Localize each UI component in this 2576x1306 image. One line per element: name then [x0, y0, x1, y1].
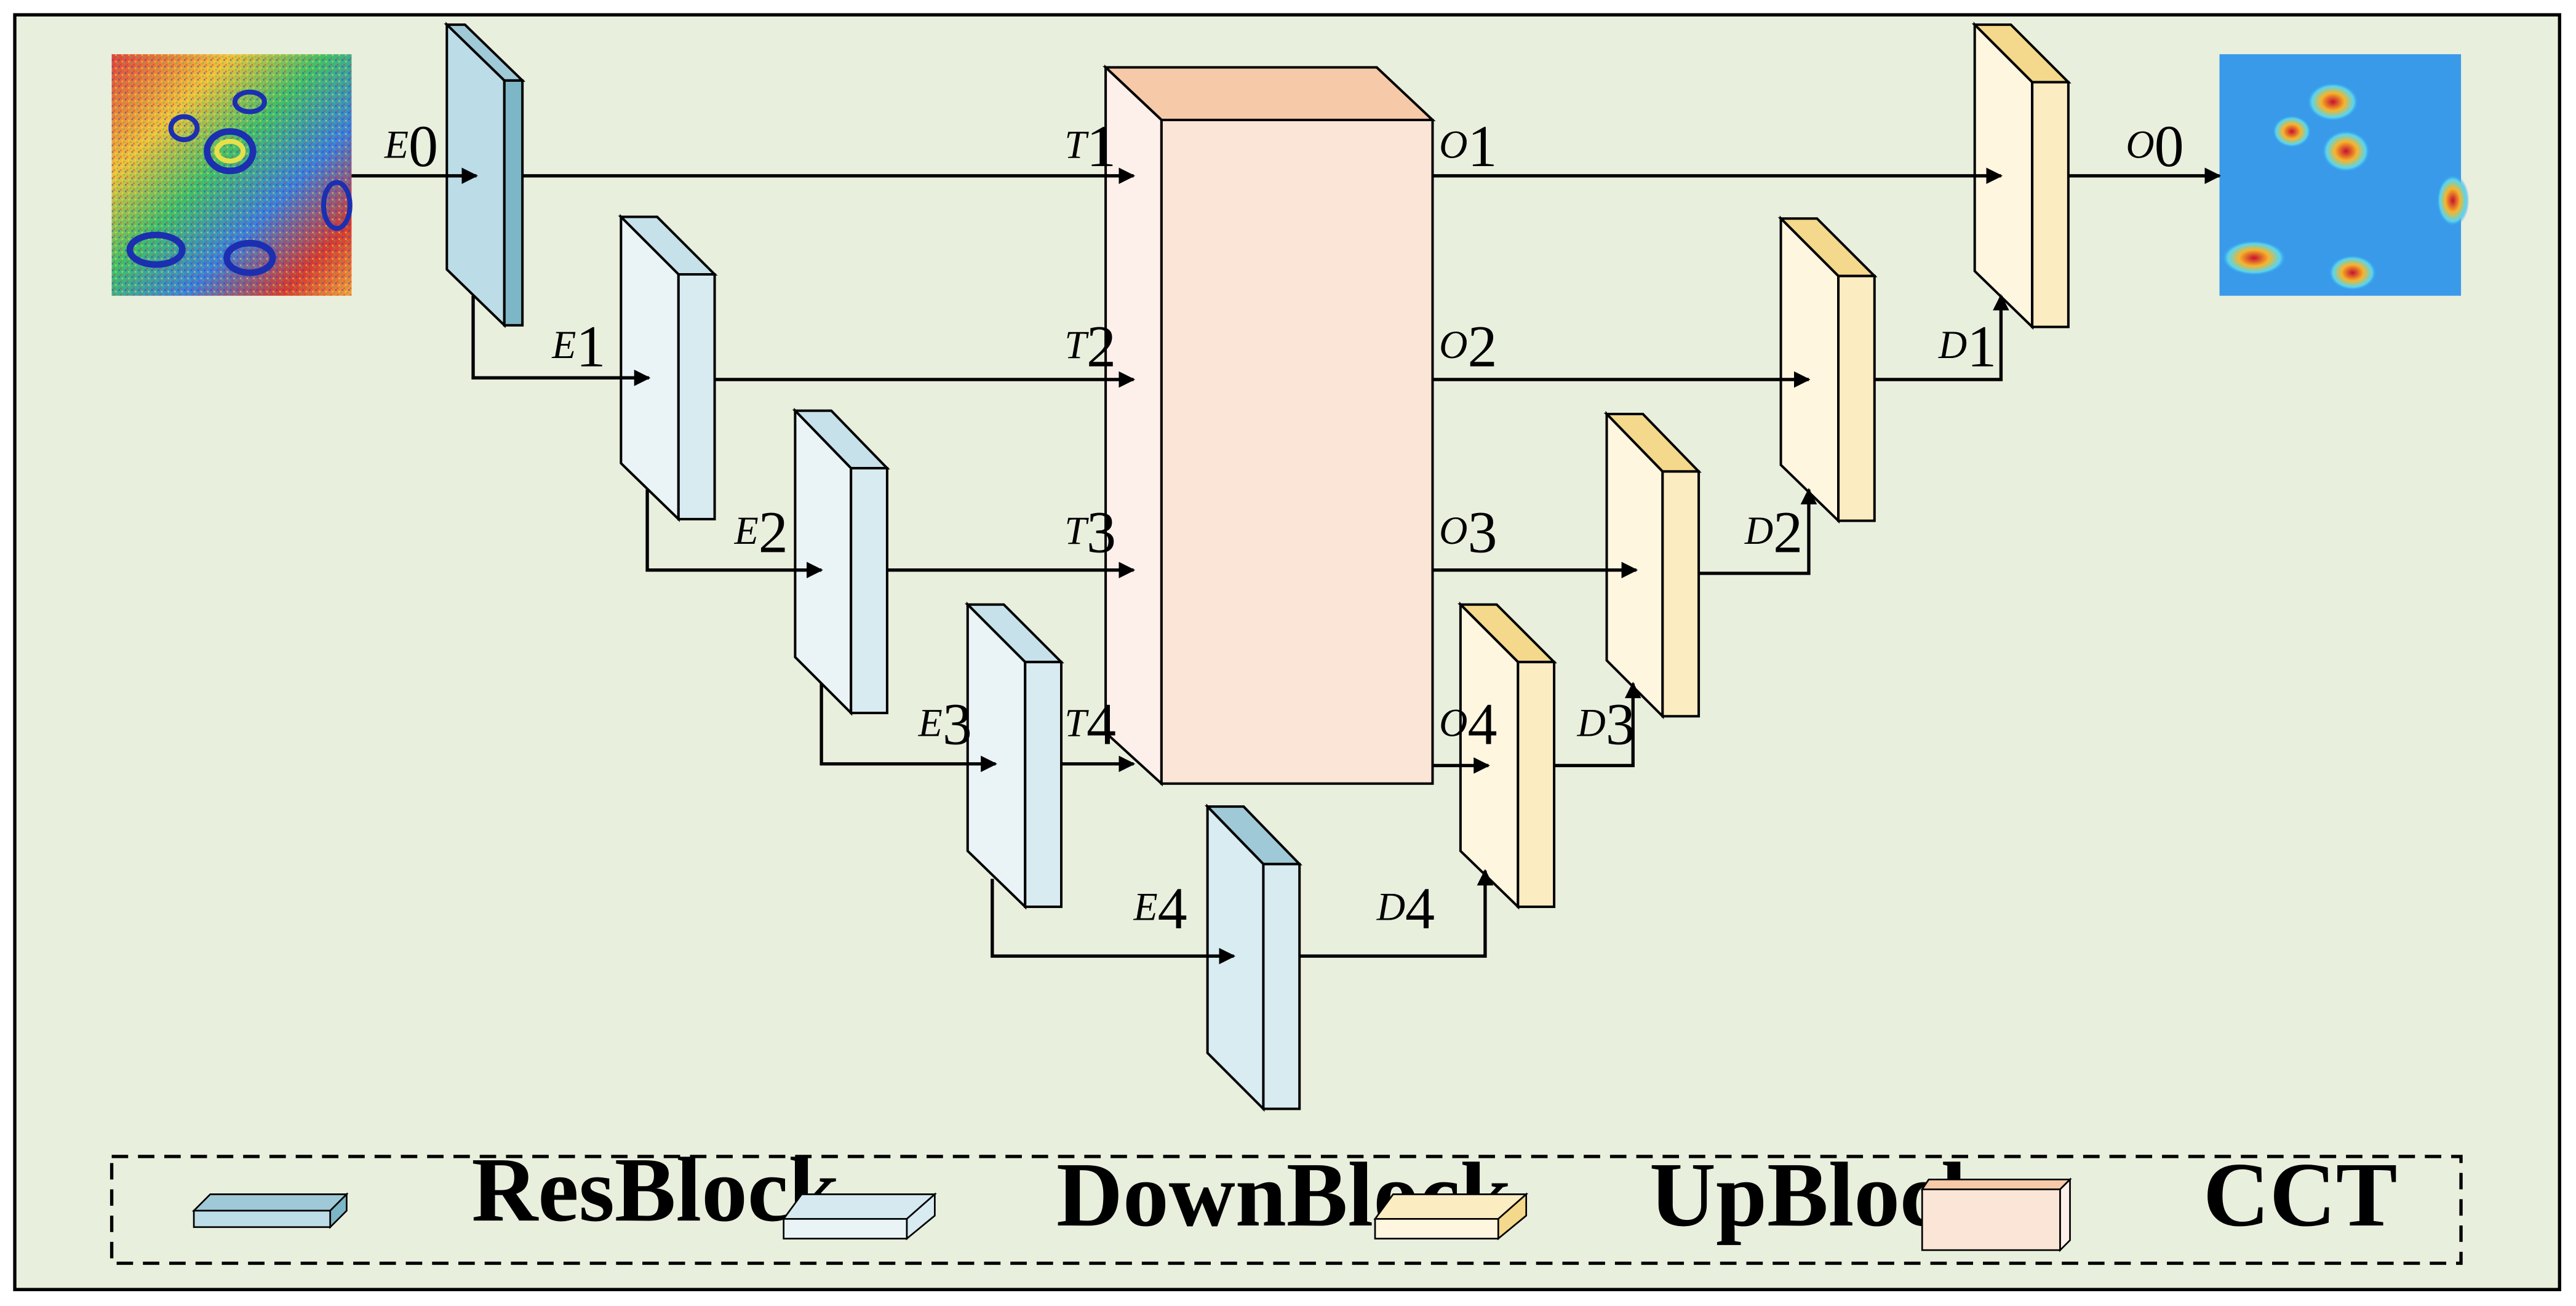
arrow-e2 [645, 489, 823, 579]
label-t4: T4 [1064, 691, 1116, 757]
label-d2: D2 [1744, 499, 1803, 565]
cct-front-face [1160, 118, 1434, 785]
label-e2: E2 [734, 499, 788, 565]
upblock-d3 [1603, 411, 1702, 720]
output-image [2219, 54, 2470, 296]
label-o1: O1 [1439, 113, 1497, 179]
label-d4: D4 [1376, 875, 1435, 941]
labels: E0 E1 E2 E3 E4 T1 T2 T3 T4 O1 O2 O3 O4 O… [384, 113, 2184, 941]
input-image [111, 54, 353, 296]
arrow-e3 [819, 683, 997, 773]
label-e1: E1 [551, 314, 605, 380]
legend-resblock-label: ResBlock [471, 1139, 839, 1241]
label-o0: O0 [2126, 113, 2183, 179]
connections [351, 167, 2222, 965]
label-t1: T1 [1064, 113, 1116, 179]
downblock-e1 [618, 213, 718, 522]
upblock-d2 [1777, 215, 1878, 524]
upblock-d1 [1971, 22, 2072, 330]
legend-resblock-icon [191, 1192, 349, 1229]
legend-downblock-icon [782, 1192, 937, 1241]
label-d3: D3 [1576, 691, 1635, 757]
legend: ResBlock DownBlock UpBlock CCT [110, 1139, 2463, 1265]
cct-block [1103, 64, 1436, 787]
legend-upblock-icon [1373, 1192, 1529, 1241]
arrow-d1 [1874, 294, 2009, 381]
label-t3: T3 [1064, 499, 1116, 565]
label-d1: D1 [1938, 314, 1996, 380]
legend-cct-icon [1920, 1177, 2072, 1252]
downblock-e2 [792, 407, 890, 716]
label-o2: O2 [1439, 314, 1497, 380]
upblock-d4 [1457, 601, 1557, 910]
downblock-e3 [964, 601, 1064, 910]
arrow-d3 [1554, 682, 1641, 768]
arrow-e4 [991, 878, 1236, 965]
label-e3: E3 [918, 691, 972, 757]
arrow-e1 [471, 295, 651, 386]
label-t2: T2 [1064, 314, 1116, 380]
label-o4: O4 [1439, 691, 1497, 757]
label-e4: E4 [1133, 875, 1187, 941]
label-e0: E0 [384, 113, 438, 179]
arrow-d4 [1299, 869, 1494, 958]
legend-cct-label: CCT [2203, 1144, 2398, 1246]
downblock-e4 [1204, 803, 1302, 1112]
arrow-d2 [1699, 488, 1817, 575]
legend-frame [110, 1155, 2463, 1265]
label-o3: O3 [1439, 499, 1497, 565]
